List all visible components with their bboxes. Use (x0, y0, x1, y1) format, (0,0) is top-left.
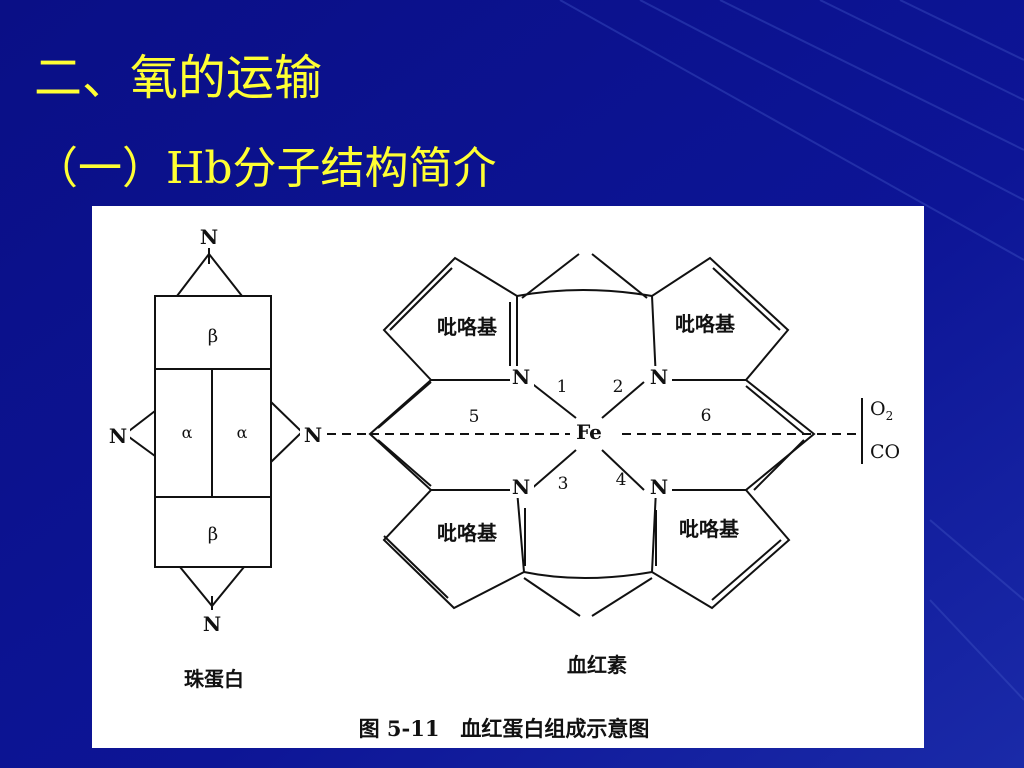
fe-bond-3 (529, 449, 577, 491)
double-bond-br-outer (711, 539, 782, 601)
double-bond-tl-outer (389, 267, 453, 331)
bond-label-6: 6 (701, 406, 712, 426)
n-label-tl: N (512, 365, 530, 389)
n-label-bl: N (512, 475, 530, 499)
bond-label-5: 5 (469, 407, 480, 427)
double-bond-bl-outer (383, 535, 449, 599)
n-left-label: N (109, 424, 127, 448)
alpha-left-label: α (182, 423, 193, 442)
fe-bond-2 (601, 381, 645, 419)
pyrrole-label-br: 吡咯基 (679, 517, 740, 541)
beta-bottom-label: β (208, 524, 218, 545)
slide-subtitle: （一）Hb分子结构简介 (34, 143, 497, 194)
n-bottom-label: N (203, 612, 221, 636)
alpha-right-label: α (237, 423, 248, 442)
double-bond-tr-outer (712, 267, 781, 331)
fe-bond-4 (601, 449, 645, 491)
double-bond-top-right (591, 253, 648, 299)
double-bond-bottom-left (523, 577, 581, 617)
double-bond-right-upper (745, 385, 805, 435)
fe-bond-1 (529, 381, 577, 419)
heme-caption: 血红素 (567, 653, 627, 677)
slide-title: 二、氧的运输 (34, 50, 323, 106)
globin-block (154, 295, 272, 568)
label-masks (108, 226, 672, 632)
pyrrole-label-bl: 吡咯基 (437, 521, 498, 545)
double-bond-bottom-right (591, 577, 653, 617)
co-label: CO (870, 441, 900, 463)
hemoglobin-diagram: β α α β N N N N 珠蛋白 吡咯基 吡咯基 吡咯基 吡咯基 N N … (108, 225, 900, 741)
beta-top-label: β (208, 326, 218, 347)
double-bond-top-left (521, 253, 580, 299)
pyrrole-label-tl: 吡咯基 (437, 315, 498, 339)
figure-caption: 图 5-11 血红蛋白组成示意图 (359, 716, 650, 741)
fe-label: Fe (576, 420, 602, 444)
bond-label-2: 2 (613, 377, 624, 397)
n-label-tr: N (650, 365, 668, 389)
n-right-label: N (304, 423, 322, 447)
bond-label-4: 4 (616, 470, 627, 490)
double-bond-left-lower (377, 439, 432, 487)
n-right-bond (270, 401, 304, 463)
bond-label-1: 1 (557, 377, 568, 397)
double-bond-left-upper (377, 381, 432, 429)
n-label-br: N (650, 475, 668, 499)
n-top-label: N (200, 225, 218, 249)
double-bond-right-lower (753, 439, 805, 491)
background-streaks (559, 0, 1024, 701)
pyrrole-label-tr: 吡咯基 (675, 312, 736, 336)
bond-label-3: 3 (558, 474, 569, 494)
heme-outer-ring (368, 256, 816, 610)
figure-panel: β α α β N N N N 珠蛋白 吡咯基 吡咯基 吡咯基 吡咯基 N N … (92, 206, 924, 748)
globin-caption: 珠蛋白 (184, 667, 244, 691)
o2-label: O2 (870, 398, 893, 423)
